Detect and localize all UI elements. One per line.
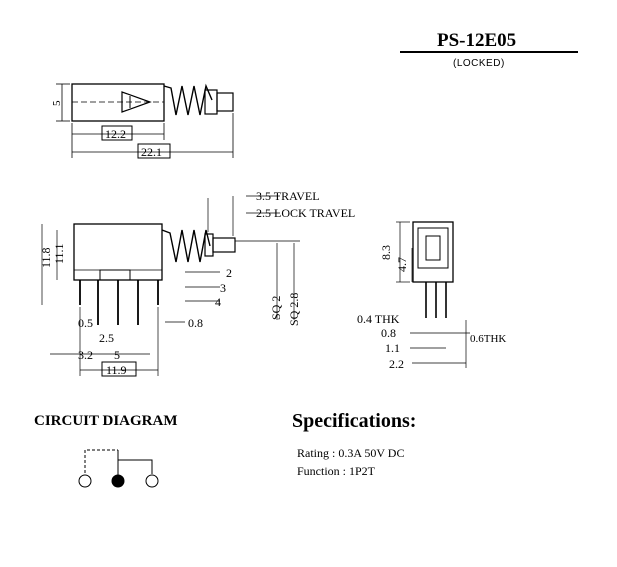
- dim-11-8: 11.8: [39, 247, 53, 268]
- model-underline: [400, 51, 578, 53]
- dim-lock-travel: 2.5 LOCK TRAVEL: [256, 206, 355, 220]
- dim-0-5: 0.5: [78, 316, 93, 330]
- circuit-diagram: [78, 449, 159, 488]
- model-number: PS-12E05: [437, 30, 517, 51]
- dim-0-8: 0.8: [188, 316, 203, 330]
- dim-0-8-end: 0.8: [381, 326, 396, 340]
- dim-2-5: 2.5: [99, 331, 114, 345]
- dim-11-9: 11.9: [106, 363, 127, 377]
- dim-5: 5: [114, 348, 120, 362]
- dim-sq-2-8: SQ 2.8: [287, 293, 301, 326]
- side-view: 3.5 TRAVEL 2.5 LOCK TRAVEL 11.8 11.1 2 3…: [39, 189, 355, 377]
- dim-2-2: 2.2: [389, 357, 404, 371]
- terminal-common: [111, 474, 125, 488]
- circuit-title: CIRCUIT DIAGRAM: [34, 413, 178, 429]
- specifications-title: Specifications:: [292, 410, 417, 432]
- dim-1-1: 1.1: [385, 341, 400, 355]
- dim-sq-2: SQ 2: [269, 296, 283, 320]
- dim-11-1: 11.1: [52, 243, 66, 264]
- dim-3-2: 3.2: [78, 348, 93, 362]
- end-view: 8.3 4.7 0.4 THK 0.8 1.1 2.2 0.6THK: [357, 221, 506, 371]
- dim-travel: 3.5 TRAVEL: [256, 189, 320, 203]
- dim-8-3: 8.3: [379, 245, 393, 260]
- spec-function: Function : 1P2T: [297, 464, 376, 478]
- terminal-left: [78, 474, 92, 488]
- terminal-right: [145, 474, 159, 488]
- dim-3: 3: [220, 281, 226, 295]
- model-subtitle: (LOCKED): [453, 58, 505, 69]
- dim-12-2: 12.2: [105, 127, 126, 141]
- top-view: 5 12.2 22.1: [51, 83, 234, 159]
- dim-0-6-thk: 0.6THK: [470, 333, 506, 345]
- dim-4-7: 4.7: [395, 257, 409, 272]
- dim-4: 4: [215, 295, 221, 309]
- dim-22-1: 22.1: [141, 145, 162, 159]
- dim-0-4-thk: 0.4 THK: [357, 312, 400, 326]
- dim-2: 2: [226, 266, 232, 280]
- spec-rating: Rating : 0.3A 50V DC: [297, 446, 405, 460]
- dim-height-5: 5: [51, 100, 63, 106]
